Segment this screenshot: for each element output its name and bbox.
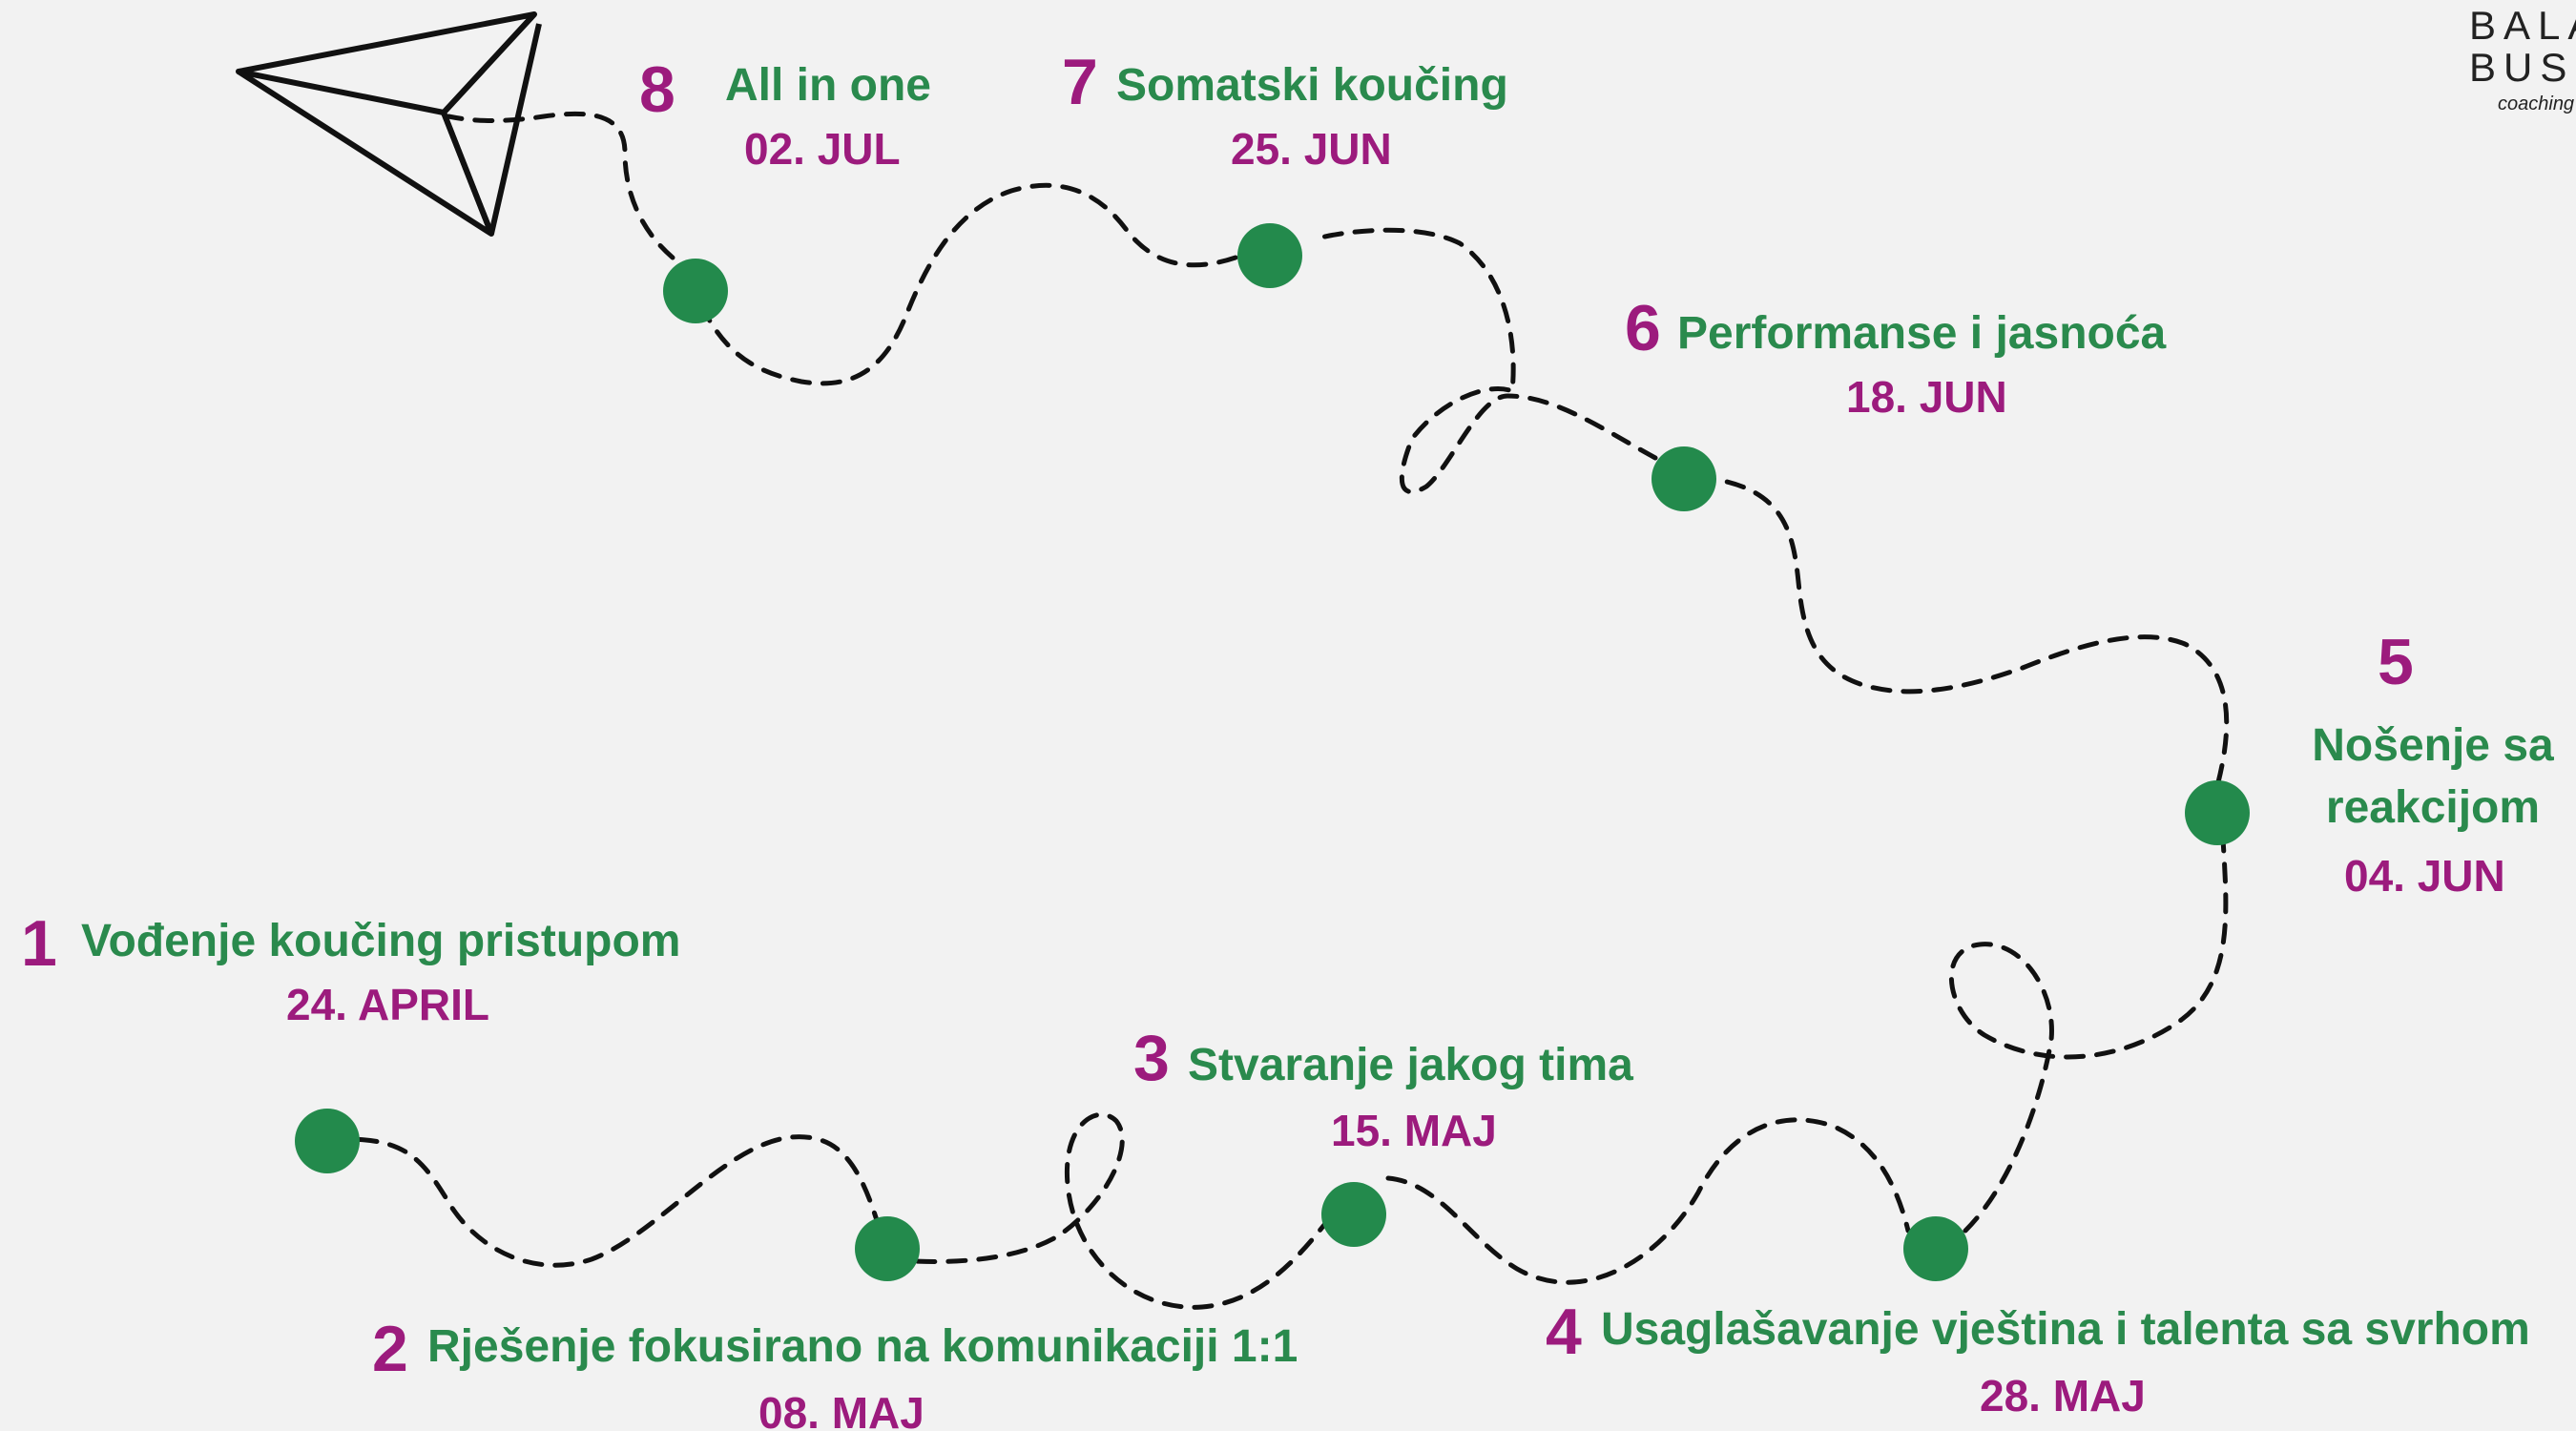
milestone-date: 24. APRIL [286, 980, 490, 1029]
milestone-dot-7[interactable] [1237, 223, 1302, 288]
milestone-number: 4 [1546, 1296, 1582, 1368]
milestone-number: 7 [1062, 46, 1098, 118]
milestone-title: Somatski koučing [1116, 60, 1508, 111]
logo-line-1: BALANCE [2469, 3, 2576, 48]
logo-line-3: coaching [2498, 93, 2575, 114]
milestone-number: 6 [1625, 292, 1661, 364]
milestone-number: 8 [639, 53, 675, 126]
milestone-date: 25. JUN [1231, 124, 1392, 174]
milestone-dot-2[interactable] [855, 1216, 920, 1281]
milestone-date: 18. JUN [1846, 372, 2007, 422]
milestone-number: 1 [21, 907, 57, 980]
milestone-number: 5 [2378, 626, 2414, 698]
milestone-date: 02. JUL [744, 124, 901, 174]
milestone-dot-3[interactable] [1321, 1182, 1386, 1247]
milestone-dots [295, 223, 2250, 1281]
milestone-dot-8[interactable] [663, 259, 728, 323]
milestone-dot-6[interactable] [1652, 446, 1716, 511]
milestone-title: Performanse i jasnoća [1677, 308, 2167, 359]
milestone-title: Vođenje koučing pristupom [81, 916, 681, 966]
milestone-number: 2 [372, 1313, 408, 1385]
milestone-dot-5[interactable] [2185, 780, 2250, 845]
milestone-title: Usaglašavanje vještina i talenta sa svrh… [1601, 1304, 2530, 1355]
milestone-title: Rješenje fokusirano na komunikaciji 1:1 [427, 1321, 1298, 1372]
milestone-number: 3 [1133, 1022, 1170, 1094]
brand-logo: BALANCE BUSINESS coaching [2469, 0, 2576, 124]
milestone-date: 08. MAJ [758, 1388, 924, 1431]
dashed-route [326, 111, 2230, 1310]
paper-plane-icon [236, 11, 542, 237]
milestone-title: Nošenje sa reakcijom [2312, 720, 2554, 833]
milestone-dot-4[interactable] [1903, 1216, 1968, 1281]
logo-line-2: BUSINESS [2469, 45, 2576, 90]
milestone-title: Stvaranje jakog tima [1188, 1040, 1633, 1090]
milestone-date: 28. MAJ [1980, 1371, 2146, 1421]
milestone-dot-1[interactable] [295, 1109, 360, 1173]
milestone-title: All in one [725, 60, 931, 111]
milestone-date: 15. MAJ [1331, 1106, 1497, 1155]
milestone-date: 04. JUN [2344, 851, 2505, 901]
